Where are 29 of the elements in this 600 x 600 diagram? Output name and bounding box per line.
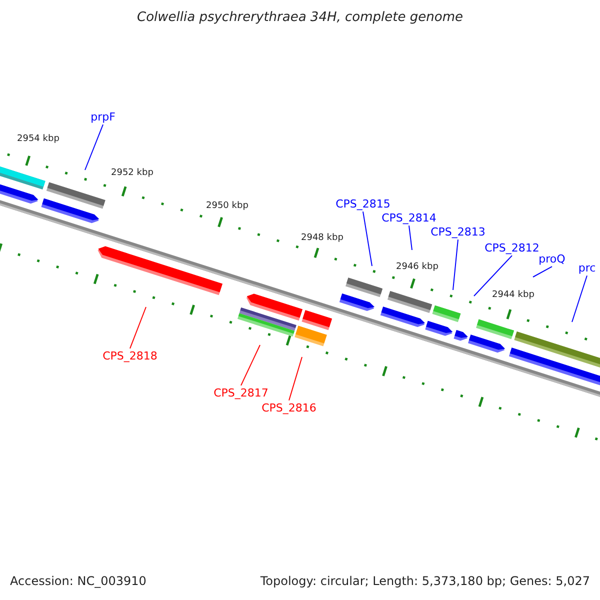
leader-line [84,124,104,170]
gene-label: proQ [538,252,566,266]
tick-label: 2944 kbp [492,290,534,301]
title: Colwellia psychrerythraea 34H, complete genome [136,10,464,26]
gene-label: prpF [90,110,116,124]
gene-label: CPS_2815 [336,197,390,211]
tick-label: 2954 kbp [17,134,60,145]
leader-line [572,275,588,322]
gene-label: CPS_2814 [382,211,436,225]
tick-label: 2946 kbp [396,262,438,273]
tick-label: 2950 kbp [206,201,248,212]
tick-label: 2948 kbp [301,233,344,244]
leader-line [362,211,372,266]
leader-line [240,344,260,386]
gene-label: CPS_2813 [430,225,486,239]
leader-line [408,225,412,250]
leader-line [532,266,552,278]
genome-info-text: Topology: circular; Length: 5,373,180 bp; Genes: 5,027 [260,574,590,588]
accession-text: Accession: NC_003910 [10,574,146,588]
gene-label: CPS_2816 [262,401,316,415]
gene-label: CPS_2812 [484,241,540,255]
gene-label: CPS_2817 [214,386,268,400]
tick-label: 2952 kbp [111,168,154,179]
leader-line [130,306,146,349]
gene-label: prc [578,261,596,275]
gene-label: CPS_2818 [102,349,158,363]
leader-line [452,239,458,290]
leader-line [474,255,512,296]
leader-line [288,356,302,401]
